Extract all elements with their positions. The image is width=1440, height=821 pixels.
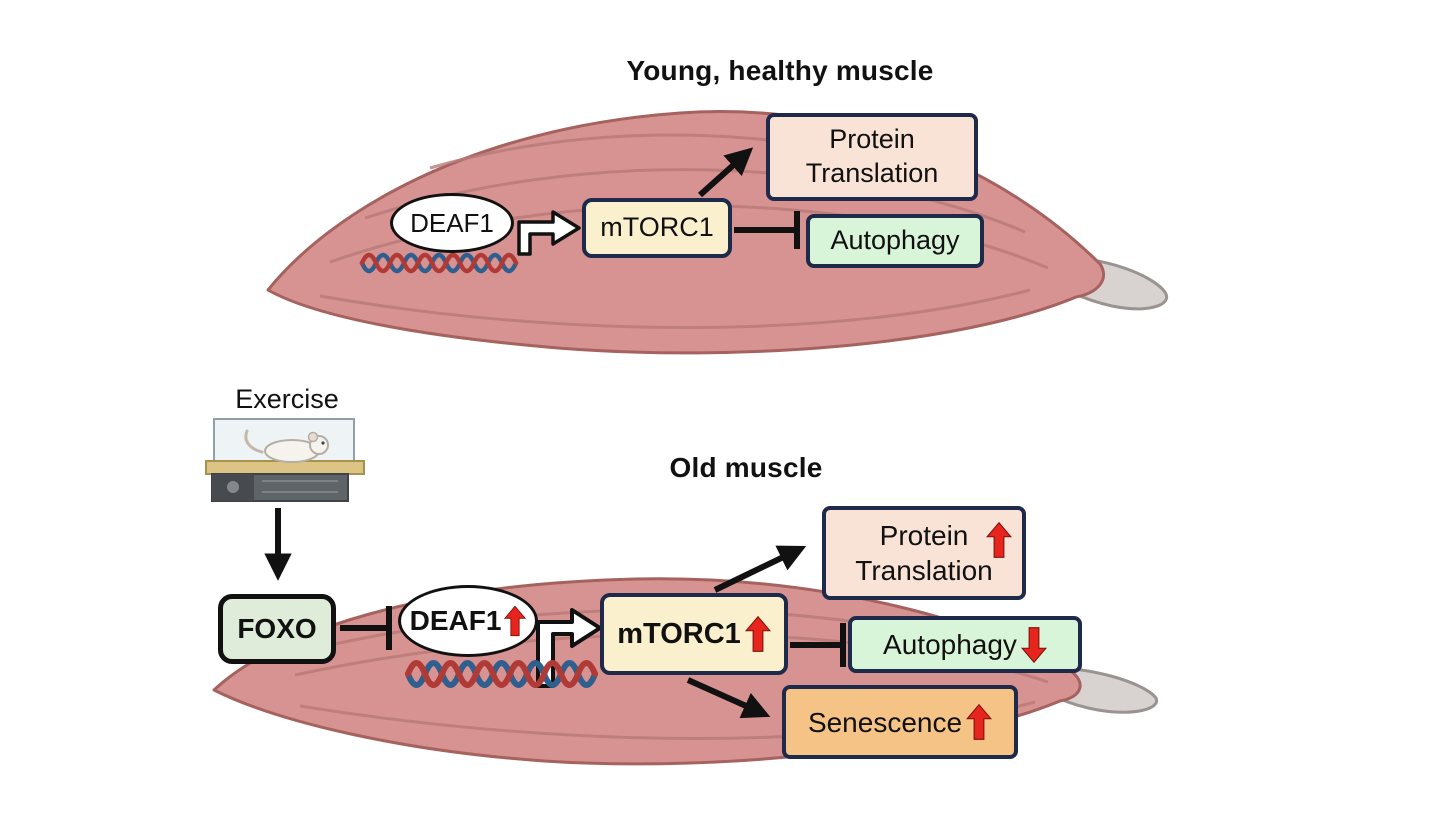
deaf1-node-young: DEAF1 <box>390 193 514 253</box>
transcription-arrow-icon <box>536 608 602 688</box>
deaf1-label: DEAF1 <box>410 207 494 238</box>
increase-arrow-icon <box>966 703 993 740</box>
senescence-label: Senescence <box>807 706 963 738</box>
autophagy-node-young: Autophagy <box>806 214 984 268</box>
foxo-node: FOXO <box>218 594 336 664</box>
transcription-arrow-icon <box>517 210 581 256</box>
protein-translation-line2: Translation <box>805 158 939 188</box>
inhibition-bar-foxo-deaf1 <box>340 606 392 650</box>
activation-arrow-mtorc1-protein-old <box>713 545 807 593</box>
treadmill-icon <box>205 418 365 502</box>
protein-translation-line1: Protein <box>879 520 969 551</box>
inhibition-bar-mtorc1-autophagy <box>734 211 800 249</box>
autophagy-label: Autophagy <box>883 629 1017 660</box>
protein-translation-node-old: Protein Translation <box>822 506 1026 600</box>
exercise-label: Exercise <box>235 384 339 414</box>
increase-arrow-icon <box>504 605 527 637</box>
old-panel-title: Old muscle <box>669 452 823 483</box>
increase-arrow-icon <box>986 521 1012 558</box>
mtorc1-node-old: mTORC1 <box>600 593 788 675</box>
activation-arrow-mtorc1-senescence <box>686 677 771 719</box>
mtorc1-node-young: mTORC1 <box>582 198 732 258</box>
autophagy-label: Autophagy <box>830 225 960 256</box>
decrease-arrow-icon <box>1020 626 1047 663</box>
young-panel-title: Young, healthy muscle <box>626 55 934 86</box>
deaf1-node-old: DEAF1 <box>398 585 538 657</box>
activation-arrow-mtorc1-protein <box>697 147 754 198</box>
autophagy-node-old: Autophagy <box>848 616 1082 673</box>
foxo-label: FOXO <box>237 613 317 644</box>
mouse-icon <box>244 429 329 463</box>
deaf1-label: DEAF1 <box>409 605 502 636</box>
mtorc1-label: mTORC1 <box>600 212 714 243</box>
protein-translation-line2: Translation <box>855 555 993 586</box>
protein-translation-node-young: Protein Translation <box>766 113 978 201</box>
senescence-node: Senescence <box>782 685 1018 759</box>
mtorc1-label: mTORC1 <box>617 617 741 650</box>
dna-icon <box>405 660 598 688</box>
protein-translation-line1: Protein <box>829 124 915 155</box>
dna-icon <box>359 252 519 274</box>
increase-arrow-icon <box>744 615 771 652</box>
inhibition-bar-mtorc1-autophagy-old <box>790 623 846 667</box>
